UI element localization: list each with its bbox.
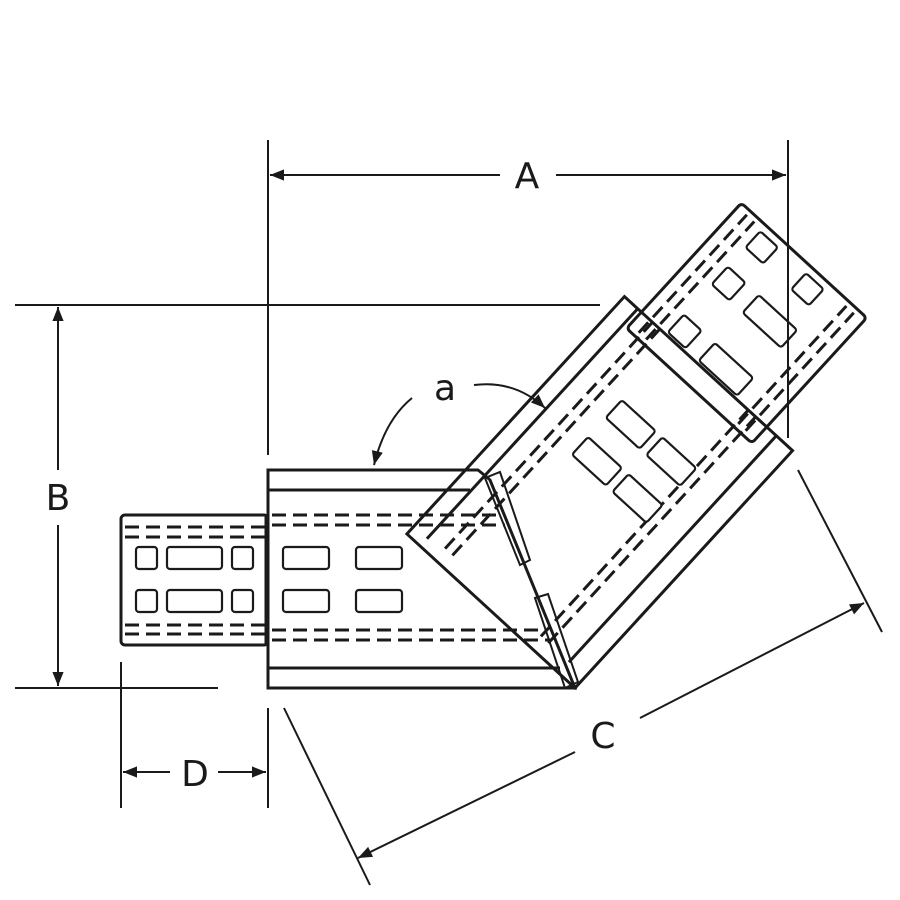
dimension-a: A	[270, 156, 786, 197]
dimension-label-b: B	[46, 478, 71, 519]
right-splice-plate	[626, 203, 867, 444]
hinge-upper	[483, 470, 532, 567]
angle-label: a	[434, 368, 456, 409]
dimension-d: D	[123, 754, 266, 795]
dimension-label-d: D	[181, 754, 209, 795]
hinge-lower	[533, 592, 580, 690]
extension-lines	[15, 140, 883, 886]
straight-tray-section	[264, 468, 580, 690]
dimension-c: C	[357, 602, 865, 859]
dimension-label-a: A	[515, 156, 540, 197]
angle-indicator: a	[371, 368, 546, 466]
dimension-label-c: C	[590, 716, 615, 757]
dimension-b: B	[46, 307, 71, 686]
angled-tray-section	[404, 294, 795, 691]
left-splice-plate	[119, 513, 270, 647]
